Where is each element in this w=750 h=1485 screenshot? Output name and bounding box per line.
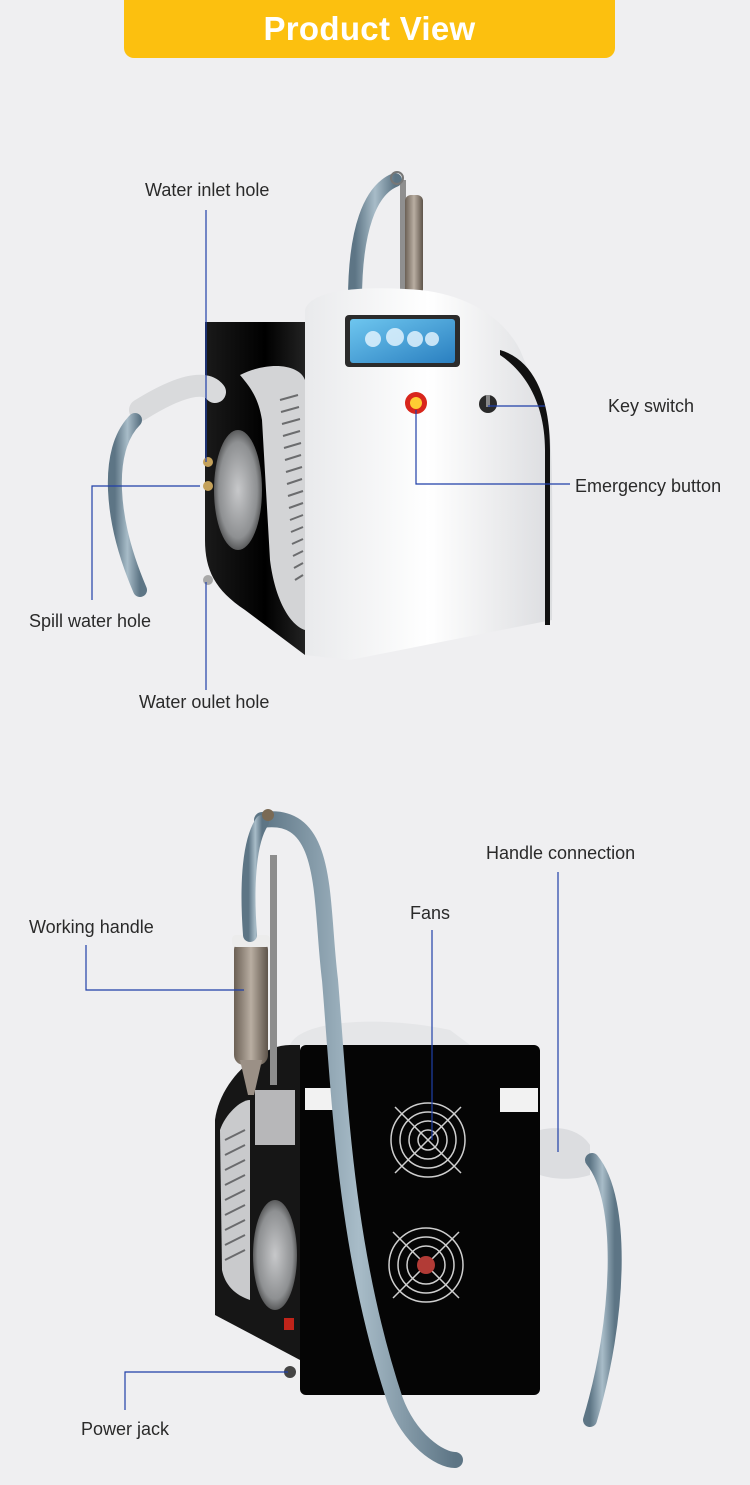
front-leader-lines	[91, 210, 570, 690]
label-handle-connection: Handle connection	[486, 843, 636, 863]
label-water-outlet-hole: Water oulet hole	[139, 692, 270, 712]
label-spill-water-hole: Spill water hole	[29, 611, 152, 631]
label-emergency-button: Emergency button	[575, 476, 722, 496]
label-power-jack: Power jack	[81, 1419, 170, 1439]
label-working-handle: Working handle	[29, 917, 154, 937]
label-fans: Fans	[410, 903, 451, 923]
back-leader-lines	[85, 872, 559, 1410]
header-banner: Product View	[124, 0, 615, 58]
page-title: Product View	[263, 10, 476, 47]
label-water-inlet-hole: Water inlet hole	[145, 180, 270, 200]
front-machine-illustration	[107, 171, 553, 660]
back-machine-illustration	[215, 809, 622, 1468]
label-key-switch: Key switch	[608, 396, 695, 416]
